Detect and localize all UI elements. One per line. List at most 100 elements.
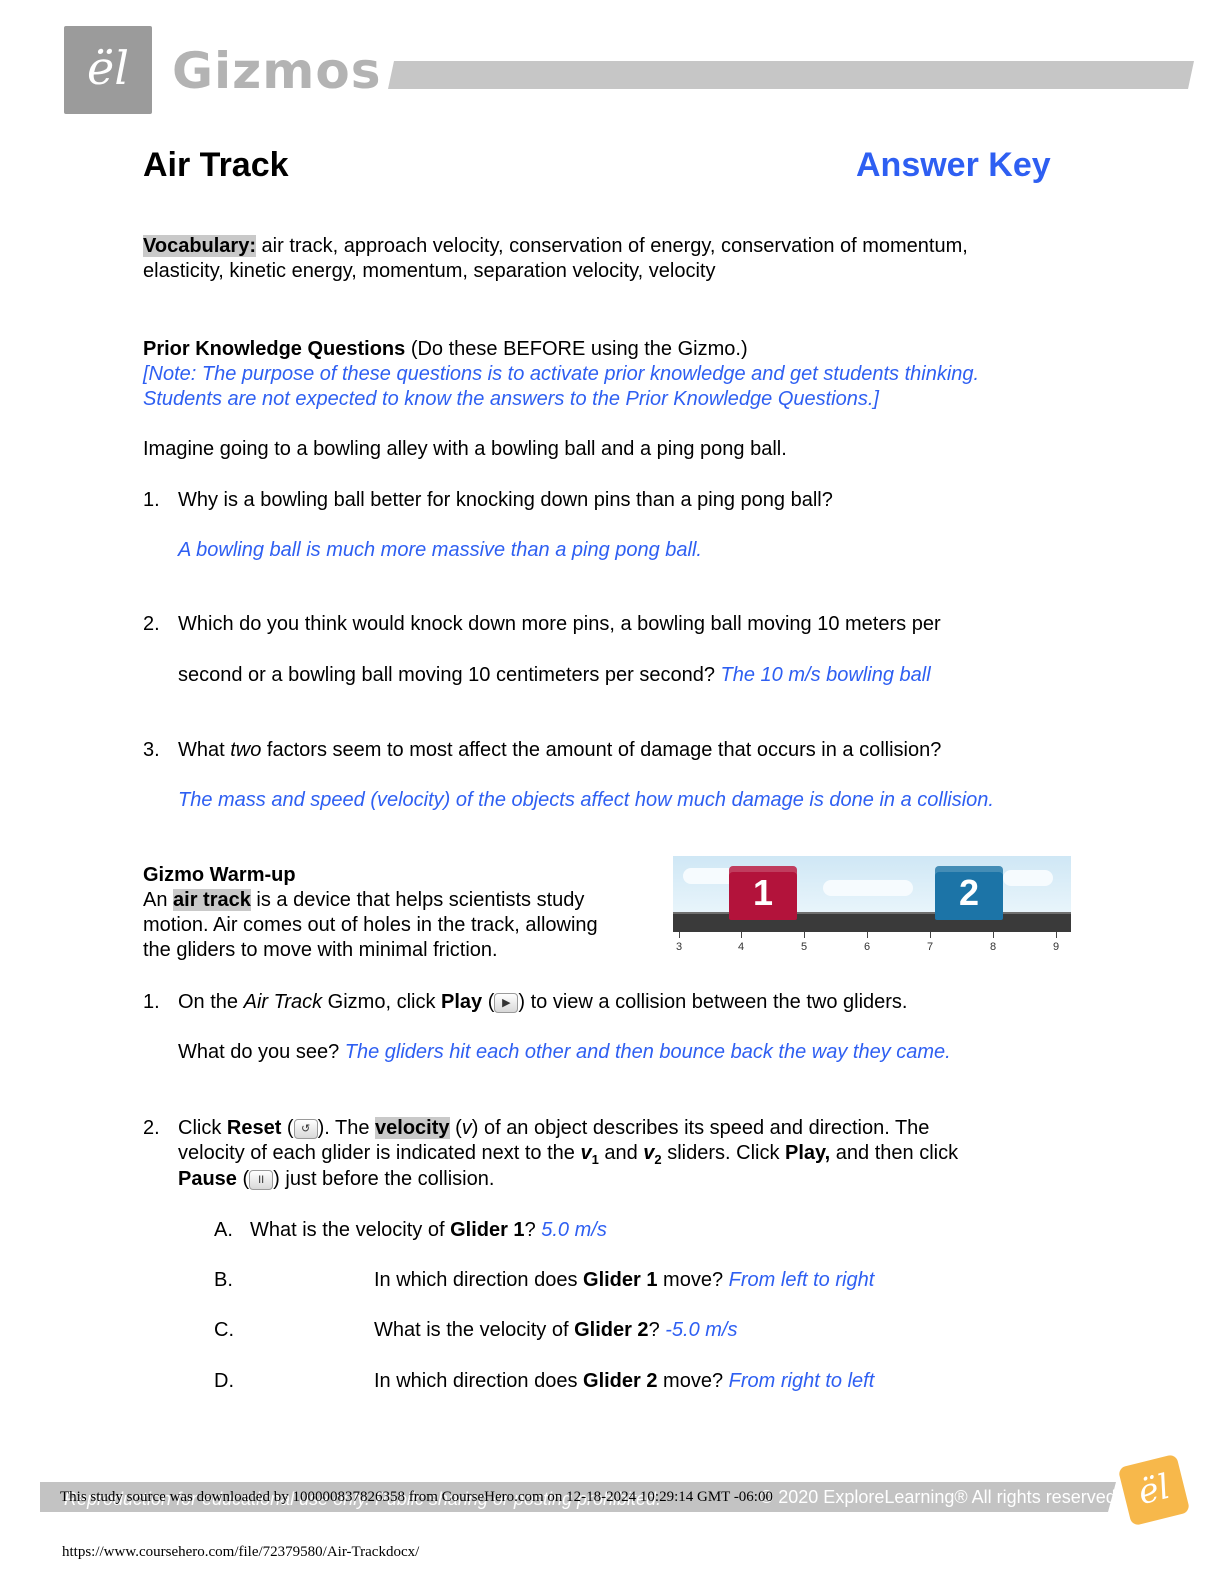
sub-a-post: ? [524, 1219, 542, 1241]
q2-mid3: ) of an object describes its speed and d… [471, 1117, 930, 1139]
prior-answer-2: The 10 m/s bowling ball [720, 664, 931, 686]
ruler-tick [679, 932, 680, 938]
warmup-question-1: On the Air Track Gizmo, click Play (▶) t… [178, 990, 908, 1015]
glider-2: 2 [935, 866, 1003, 920]
sub-b-glider: Glider 1 [583, 1269, 658, 1291]
vocab-air-track: air track [173, 889, 251, 911]
prior-knowledge-heading: Prior Knowledge Questions (Do these BEFO… [143, 337, 748, 362]
v2-symbol: v [643, 1142, 655, 1164]
warmup-question-2-line-1: Click Reset (↺). The velocity (v) of an … [178, 1116, 929, 1141]
warmup-text-3: the gliders to move with minimal frictio… [143, 939, 498, 961]
source-url[interactable]: https://www.coursehero.com/file/72379580… [62, 1544, 420, 1560]
glider-1: 1 [729, 866, 797, 920]
sub-b-post: move? [657, 1269, 729, 1291]
vocab-velocity: velocity [375, 1117, 450, 1139]
warmup-question-2-line-3: Pause (II) just before the collision. [178, 1167, 494, 1192]
warmup-question-2-line-2: velocity of each glider is indicated nex… [178, 1141, 958, 1172]
reset-icon: ↺ [293, 1119, 318, 1139]
sub-c-glider: Glider 2 [574, 1319, 649, 1341]
warmup-text-1: An air track is a device that helps scie… [143, 888, 584, 913]
ruler-tick [993, 932, 994, 938]
q2-and: and [598, 1142, 644, 1164]
question-number: 1. [143, 489, 160, 511]
sub-c-post: ? [648, 1319, 666, 1341]
q2-click: Click [178, 1117, 227, 1139]
sub-b-pre: In which direction does [374, 1269, 584, 1291]
footer-bar [40, 1482, 1116, 1512]
q1-ask-text: What do you see? [178, 1041, 345, 1063]
q2-reset-label: Reset [226, 1117, 282, 1139]
footer-logo-glyph: ël [1134, 1466, 1174, 1514]
teacher-note-1: [Note: The purpose of these questions is… [143, 363, 980, 385]
footer-logo: ël [1117, 1453, 1191, 1527]
footer-copyright: © 2020 ExploreLearning® All rights reser… [760, 1487, 1116, 1507]
header-bar [388, 61, 1194, 89]
question-number: 1. [143, 991, 160, 1013]
sub-d-pre: In which direction does [374, 1370, 584, 1392]
air-track-gizmo-image: 1 2 3 4 5 6 7 8 9 [673, 856, 1071, 960]
q2-v-symbol: v [461, 1117, 472, 1139]
sub-question-letter: D. [214, 1370, 234, 1392]
cloud [823, 880, 913, 896]
ruler-tick [867, 932, 868, 938]
question-number: 3. [143, 739, 160, 761]
sub-b-answer: From left to right [728, 1269, 875, 1291]
ruler-tick-label: 8 [989, 941, 997, 953]
prior-heading-note: (Do these BEFORE using the Gizmo.) [405, 338, 748, 360]
v1-symbol: v [580, 1142, 592, 1164]
sub-d-glider: Glider 2 [583, 1370, 658, 1392]
sub-question-b: In which direction does Glider 1 move? F… [374, 1268, 874, 1293]
q1-paren: ( [482, 991, 495, 1013]
warmup-text-2: motion. Air comes out of holes in the tr… [143, 914, 598, 936]
q1-play-label: Play [441, 991, 483, 1013]
q1-gizmo-name: Air Track [243, 991, 323, 1013]
sub-question-letter: B. [214, 1269, 233, 1291]
q2-line2-pre: velocity of each glider is indicated nex… [178, 1142, 581, 1164]
answer-key-label: Answer Key [856, 146, 1051, 184]
v2-subscript: 2 [654, 1152, 662, 1167]
sub-question-c: What is the velocity of Glider 2? -5.0 m… [374, 1318, 738, 1343]
q2-line2-post: sliders. Click [661, 1142, 786, 1164]
vocabulary-terms-1: air track, approach velocity, conservati… [256, 235, 968, 257]
sub-question-letter: C. [214, 1319, 234, 1341]
prior-question-2-line-2: second or a bowling ball moving 10 centi… [178, 663, 931, 688]
ruler-tick [741, 932, 742, 938]
brand-name: Gizmos [172, 42, 382, 100]
prior-question-2-text: second or a bowling ball moving 10 centi… [178, 664, 721, 686]
q2-paren: ( [281, 1117, 294, 1139]
play-icon: ▶ [494, 993, 519, 1013]
sub-question-a: What is the velocity of Glider 1? 5.0 m/… [250, 1218, 607, 1243]
vocabulary-terms-2: elasticity, kinetic energy, momentum, se… [143, 260, 716, 282]
ruler-tick-label: 9 [1052, 941, 1060, 953]
cloud [1003, 870, 1053, 886]
ruler-tick-label: 7 [926, 941, 934, 953]
ruler-tick [1056, 932, 1057, 938]
q1-text-mid: Gizmo, click [322, 991, 442, 1013]
prior-question-3: What two factors seem to most affect the… [178, 738, 941, 763]
prior-heading-bold: Prior Knowledge Questions [143, 338, 406, 360]
ruler-tick [804, 932, 805, 938]
q1-text-post: ) to view a collision between the two gl… [518, 991, 908, 1013]
vocabulary-line-1: Vocabulary: air track, approach velocity… [143, 234, 968, 259]
download-source-notice: This study source was downloaded by 1000… [60, 1489, 773, 1505]
sub-d-answer: From right to left [728, 1370, 875, 1392]
prior-intro: Imagine going to a bowling alley with a … [143, 438, 787, 460]
cloud [683, 868, 743, 884]
logo-glyph: ël [87, 41, 129, 95]
prior-answer-3: The mass and speed (velocity) of the obj… [178, 789, 994, 811]
q2-pause-label: Pause [178, 1168, 237, 1190]
warmup-text-1-post: is a device that helps scientists study [250, 889, 585, 911]
q2-mid2: ( [449, 1117, 462, 1139]
prior-question-3-emphasis: two [230, 739, 262, 761]
sub-question-d: In which direction does Glider 2 move? F… [374, 1369, 874, 1394]
footer-reproduction-notice: Reproduction for educational use only. P… [64, 1489, 662, 1509]
sub-question-letter: A. [214, 1219, 233, 1241]
sub-d-post: move? [657, 1370, 729, 1392]
ruler-tick-label: 5 [800, 941, 808, 953]
vocabulary-label: Vocabulary: [143, 235, 256, 257]
ruler-tick [930, 932, 931, 938]
sub-a-answer: 5.0 m/s [541, 1219, 607, 1241]
ruler-tick-label: 3 [675, 941, 683, 953]
q2-line2-end: and then click [830, 1142, 959, 1164]
question-number: 2. [143, 1117, 160, 1139]
